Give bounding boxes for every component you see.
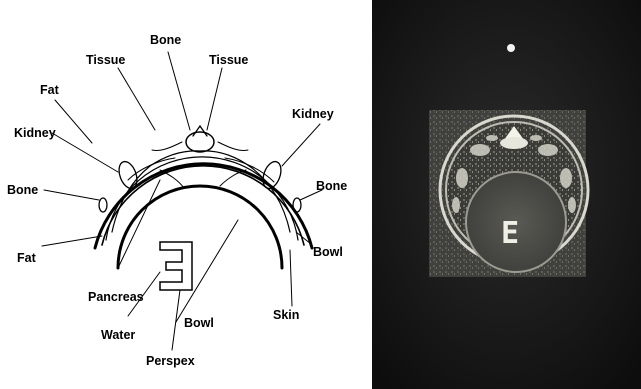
perspex-e-marker: [160, 242, 192, 290]
label-bowl-right: Bowl: [313, 245, 343, 259]
label-bone-right: Bone: [316, 179, 347, 193]
label-kidney-left: Kidney: [14, 126, 56, 140]
cross-section-diagram: Bone Tissue Tissue Fat Kidney Kidney Bon…: [0, 0, 372, 389]
leader-lines: [42, 52, 322, 350]
label-kidney-right: Kidney: [292, 107, 334, 121]
vertebra-bone: [186, 132, 214, 152]
label-bone-left: Bone: [7, 183, 38, 197]
label-tissue-left: Tissue: [86, 53, 125, 67]
label-fat-top: Fat: [40, 83, 60, 97]
inner-bowl-outline: [118, 186, 282, 268]
label-bowl-bottom: Bowl: [184, 316, 214, 330]
label-water: Water: [101, 328, 135, 342]
label-skin: Skin: [273, 308, 299, 322]
bone-left-shape: [99, 198, 107, 212]
label-bone-top: Bone: [150, 33, 181, 47]
e-marker: E: [501, 216, 519, 251]
ct-scan-photo: E: [372, 0, 641, 389]
label-tissue-right: Tissue: [209, 53, 248, 67]
label-fat-left: Fat: [17, 251, 37, 265]
top-marker-dot: [507, 44, 515, 52]
label-perspex: Perspex: [146, 354, 195, 368]
label-pancreas: Pancreas: [88, 290, 144, 304]
